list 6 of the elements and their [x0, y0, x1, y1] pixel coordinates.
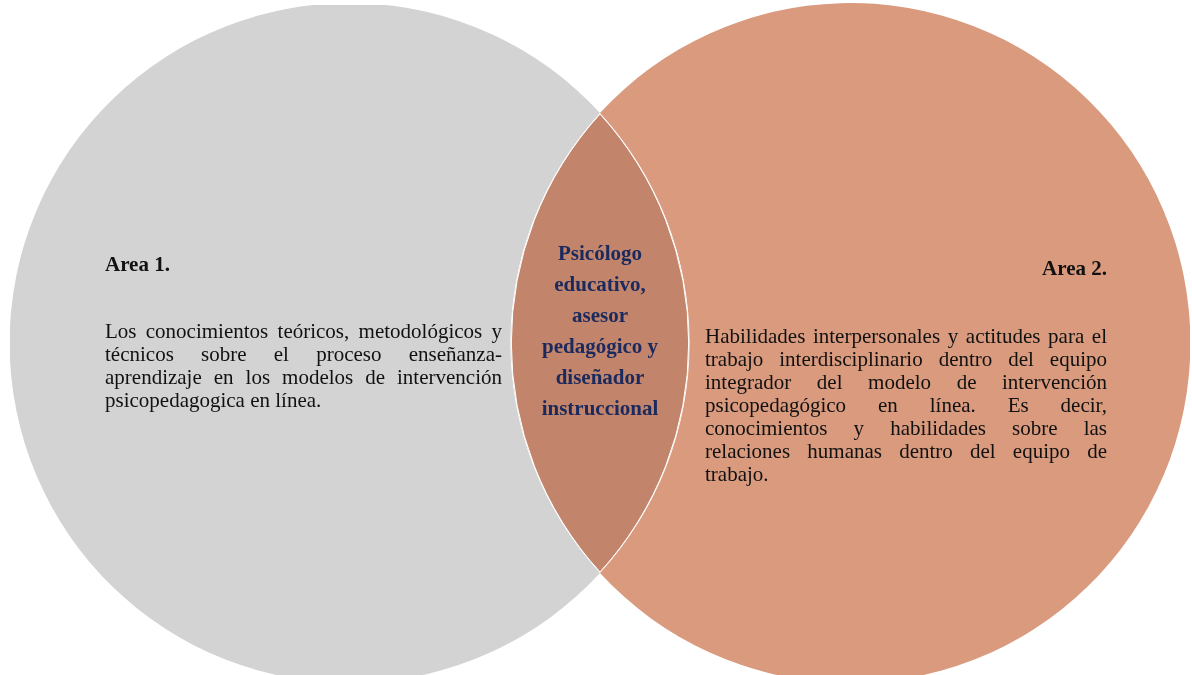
area-description: Habilidades interpersonales y actitudes para el trabajo interdisciplinario dentro del equipo integrador del modelo de intervención psicopedagógico en línea. Es decir, conocimientos y habilidades sobre las relaciones humanas dentro del equipo de trabajo.: [705, 325, 1107, 486]
overlap-label: Psicólogo educativo, asesor pedagógico y diseñador instruccional: [540, 240, 660, 422]
area-description: Los conocimientos teóricos, metodológicos y técnicos sobre el proceso enseñanza-aprendizaje en los modelos de intervención psicopedagogica en línea.: [105, 320, 502, 412]
area-heading: Area 1.: [105, 253, 170, 276]
overlap-region: [510, 113, 690, 573]
area-heading: Area 2.: [1042, 257, 1107, 280]
